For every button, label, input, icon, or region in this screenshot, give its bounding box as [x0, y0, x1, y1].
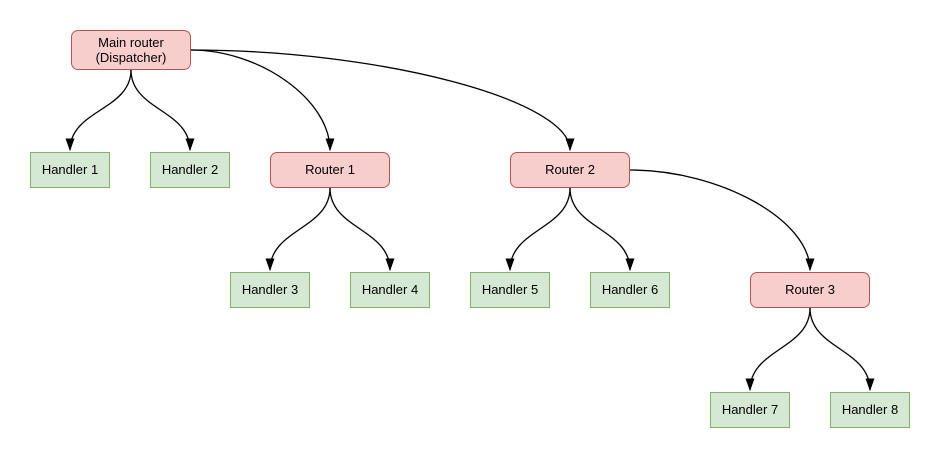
node-label: Handler 6 — [601, 282, 659, 298]
edge-router-2-to-router-3 — [629, 169, 815, 272]
node-label: Handler 1 — [41, 162, 99, 178]
edge-router-3-to-handler-8 — [809, 307, 875, 392]
node-handler-8: Handler 8 — [830, 392, 910, 428]
edge-main-router-to-handler-2 — [130, 69, 195, 152]
node-label: Handler 2 — [161, 162, 219, 178]
node-label: Router 2 — [545, 162, 595, 178]
edge-router-1-to-handler-4 — [329, 187, 395, 272]
node-label: Handler 3 — [241, 282, 299, 298]
node-label: Handler 5 — [481, 282, 539, 298]
node-router-2: Router 2 — [510, 152, 630, 188]
node-router-1: Router 1 — [270, 152, 390, 188]
edge-router-3-to-handler-7 — [745, 307, 811, 392]
node-label: Handler 4 — [361, 282, 419, 298]
node-label: Main router (Dispatcher) — [95, 34, 167, 65]
node-label: Handler 7 — [721, 402, 779, 418]
node-label: Handler 8 — [841, 402, 899, 418]
edge-router-1-to-handler-3 — [265, 187, 331, 272]
node-handler-3: Handler 3 — [230, 272, 310, 308]
node-handler-4: Handler 4 — [350, 272, 430, 308]
node-handler-1: Handler 1 — [30, 152, 110, 188]
edge-main-router-to-router-1 — [190, 49, 335, 152]
node-main-router: Main router (Dispatcher) — [71, 30, 191, 70]
edge-main-router-to-handler-1 — [65, 69, 132, 152]
edge-main-router-to-router-2 — [190, 49, 575, 152]
node-handler-6: Handler 6 — [590, 272, 670, 308]
node-label: Router 3 — [785, 282, 835, 298]
node-router-3: Router 3 — [750, 272, 870, 308]
node-handler-7: Handler 7 — [710, 392, 790, 428]
node-handler-5: Handler 5 — [470, 272, 550, 308]
edge-router-2-to-handler-6 — [569, 187, 635, 272]
node-label: Router 1 — [305, 162, 355, 178]
edge-router-2-to-handler-5 — [505, 187, 571, 272]
node-handler-2: Handler 2 — [150, 152, 230, 188]
